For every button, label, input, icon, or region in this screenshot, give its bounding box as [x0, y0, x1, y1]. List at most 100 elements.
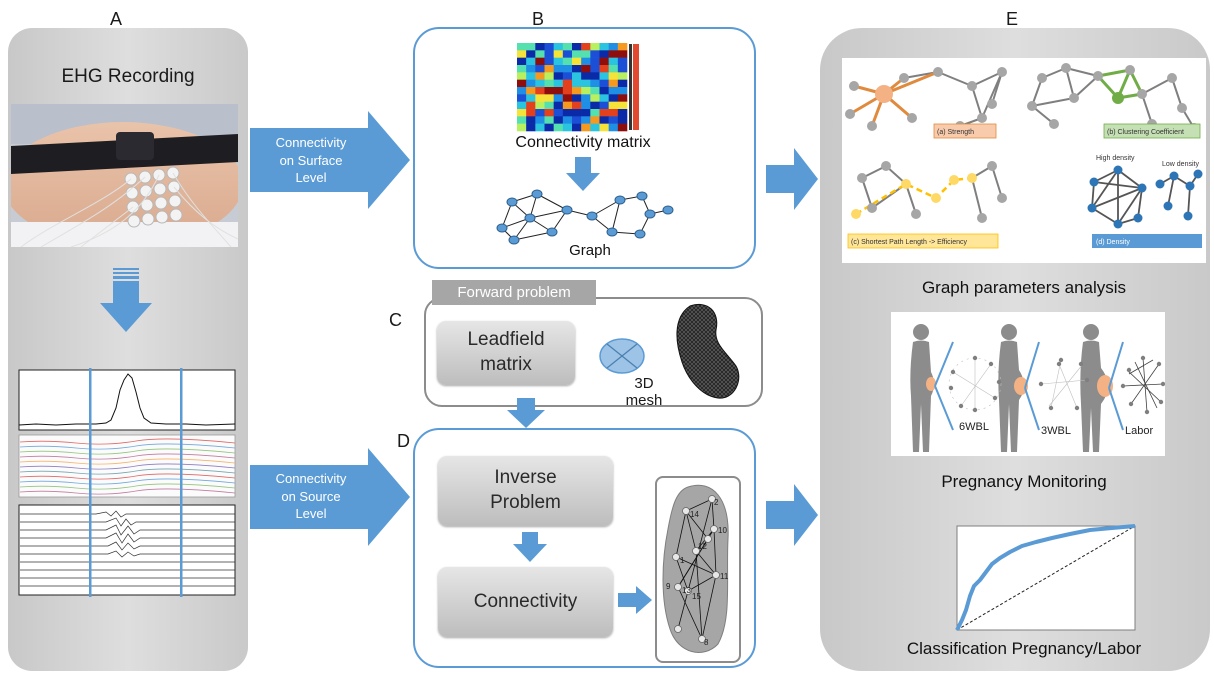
heatmap-cell: [617, 43, 628, 51]
heatmap-cell: [526, 72, 536, 80]
heatmap-cell: [617, 116, 628, 124]
heatmap-cell: [562, 79, 573, 88]
heatmap-cell: [572, 101, 582, 110]
heatmap-cell: [562, 109, 573, 117]
heatmap-cell: [572, 79, 582, 88]
ehg-signal-plots: [18, 368, 236, 597]
heatmap-cell: [599, 123, 609, 132]
heatmap-cell: [562, 50, 573, 58]
heatmap-cell: [562, 94, 573, 102]
heatmap-cell: [617, 123, 628, 132]
section-label-b: B: [532, 9, 545, 29]
heatmap-cell: [553, 109, 564, 117]
heatmap-cell: [572, 65, 582, 73]
down-arrow-a: [100, 268, 152, 332]
heatmap-cell: [562, 72, 573, 80]
low-density-label: Low density: [1162, 161, 1199, 168]
heatmap-cell: [526, 57, 536, 66]
clustering-label: (b) Clustering Coefficient: [1107, 129, 1184, 136]
arrow-source-level: [250, 448, 410, 546]
heatmap-cell: [572, 57, 582, 66]
heatmap-cell: [572, 43, 582, 51]
heatmap-cell: [544, 123, 554, 132]
heatmap-cell: [572, 116, 582, 124]
heatmap-cell: [572, 72, 582, 80]
source-node-label: 1: [680, 556, 685, 565]
heatmap-cell: [590, 65, 600, 73]
source-node-label: 13: [682, 586, 691, 595]
heatmap-cell: [544, 116, 554, 124]
source-connectivity-graph: 14 10 12 13 11 1 9 15 2 8: [662, 484, 729, 653]
heatmap-cell: [617, 79, 628, 88]
heatmap-cell: [581, 50, 591, 58]
stage-6wbl-label: 6WBL: [959, 421, 989, 433]
heatmap-cell: [608, 65, 619, 73]
heatmap-cell: [535, 50, 545, 58]
heatmap-cell: [581, 79, 591, 88]
heatmap-cell: [581, 123, 591, 132]
heatmap-cell: [517, 87, 527, 95]
heatmap-cell: [535, 101, 545, 110]
roc-curve-plot: [955, 524, 1136, 631]
heatmap-cell: [535, 57, 545, 66]
strength-label: (a) Strength: [937, 129, 974, 136]
heatmap-cell: [553, 65, 564, 73]
heatmap-cell: [590, 50, 600, 58]
graph-parameters-caption: Graph parameters analysis: [921, 278, 1127, 297]
arrow-surface-level: [250, 111, 410, 209]
heatmap-cell: [617, 72, 628, 80]
heatmap-cell: [590, 87, 600, 95]
heatmap-cell: [517, 123, 527, 132]
heatmap-cell: [553, 50, 564, 58]
pregnancy-monitoring-illustration: 6WBL 3WBL Labor: [910, 324, 1165, 452]
heatmap-cell: [608, 109, 619, 117]
heatmap-cell: [544, 101, 554, 110]
arrow-to-e-bottom: [766, 484, 818, 546]
heatmap-cell: [553, 123, 564, 132]
heatmap-cell: [535, 116, 545, 124]
source-node-label: 2: [714, 498, 719, 507]
graph-metrics-illustration: (a) Strength (b) Clustering Coefficient …: [845, 63, 1203, 249]
heatmap-cell: [617, 109, 628, 117]
heatmap-cell: [599, 116, 609, 124]
heatmap-cell: [608, 57, 619, 66]
heatmap-cell: [517, 50, 527, 58]
heatmap-cell: [599, 43, 609, 51]
3d-mesh-icon: [676, 304, 740, 399]
source-node-label: 14: [690, 510, 699, 519]
heatmap-cell: [526, 123, 536, 132]
heatmap-cell: [544, 87, 554, 95]
heatmap-cell: [544, 79, 554, 88]
ehg-recording-title: EHG Recording: [61, 66, 195, 87]
heatmap-cell: [562, 87, 573, 95]
heatmap-cell: [617, 65, 628, 73]
source-node-label: 8: [704, 638, 709, 647]
heatmap-cell: [572, 123, 582, 132]
heatmap-cell: [553, 72, 564, 80]
heatmap-cell: [599, 50, 609, 58]
heatmap-cell: [535, 72, 545, 80]
heatmap-cell: [617, 87, 628, 95]
source-node-label: 15: [692, 592, 701, 601]
heatmap-cell: [590, 72, 600, 80]
heatmap-cell: [608, 72, 619, 80]
graph-illustration-b: [496, 189, 674, 245]
stage-3wbl-label: 3WBL: [1041, 425, 1071, 437]
heatmap-cell: [544, 43, 554, 51]
heatmap-cell: [599, 101, 609, 110]
heatmap-cell: [544, 65, 554, 73]
heatmap-cell: [535, 43, 545, 51]
heatmap-cell: [562, 65, 573, 73]
heatmap-cell: [617, 50, 628, 58]
stage-labor-label: Labor: [1125, 425, 1153, 437]
heatmap-cell: [526, 65, 536, 73]
heatmap-cell: [608, 79, 619, 88]
source-node-label: 10: [718, 526, 727, 535]
heatmap-cell: [526, 50, 536, 58]
heatmap-cell: [562, 116, 573, 124]
heatmap-cell: [544, 94, 554, 102]
connectivity-box: Connectivity: [438, 567, 613, 637]
heatmap-cell: [581, 101, 591, 110]
